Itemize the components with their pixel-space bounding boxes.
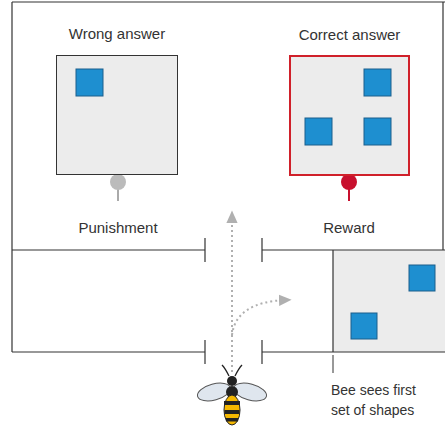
answer-box: Correct answer [289, 55, 410, 176]
box-heading: Wrong answer [69, 25, 165, 42]
callout-label: Bee sees first set of shapes [331, 380, 431, 421]
blue-squares [76, 69, 435, 339]
path-arrow [231, 216, 233, 372]
path-arrow [232, 300, 286, 335]
punishment-pin [110, 174, 126, 190]
box-heading: Correct answer [299, 26, 401, 43]
answer-box: Wrong answer [56, 55, 178, 175]
reward-pin [341, 174, 357, 190]
leader-line [333, 355, 334, 373]
box-fill [56, 55, 178, 175]
chamber-fill [333, 250, 445, 352]
maze-walls [12, 2, 445, 364]
bee-illustration [196, 365, 269, 425]
pin-label: Punishment [78, 217, 157, 239]
box-fill [289, 55, 410, 176]
pin-label: Reward [323, 217, 375, 239]
